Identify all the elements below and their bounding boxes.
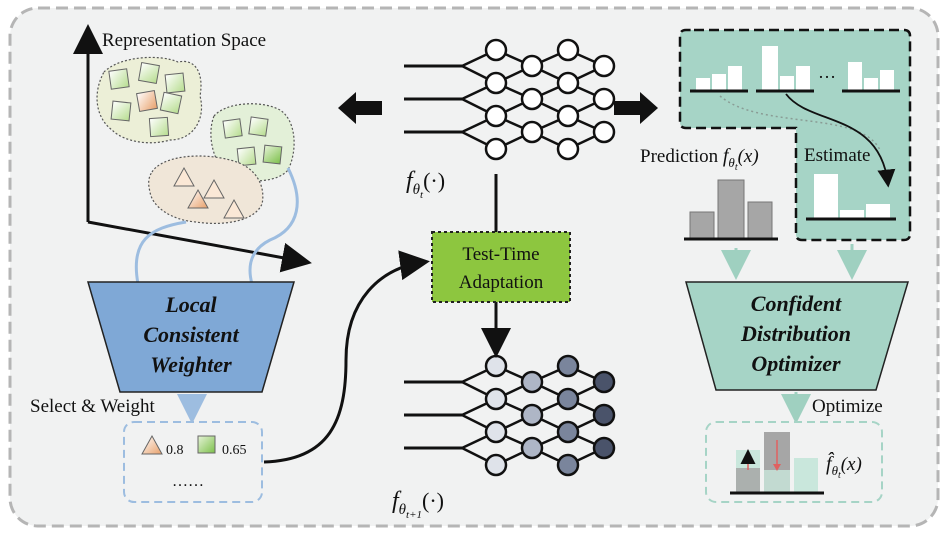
selected-to-tta-curve xyxy=(263,250,430,464)
tta-box: Test-Time Adaptation xyxy=(431,231,571,303)
weighter-line2: Consistent xyxy=(143,322,239,347)
cluster-1-squares xyxy=(108,61,186,138)
estimate-label: Estimate xyxy=(804,145,870,166)
selected-square-weight: 0.65 xyxy=(222,443,247,458)
network-node xyxy=(484,387,508,411)
network-node xyxy=(592,403,616,427)
network-node xyxy=(520,87,544,111)
prediction-panel: … Estimate xyxy=(678,28,912,242)
network-node xyxy=(556,354,580,378)
left-block-arrow xyxy=(338,92,382,124)
confident-distribution-optimizer: Confident Distribution Optimizer xyxy=(685,281,910,391)
connector-cluster2-to-weighter xyxy=(248,167,299,285)
network-node xyxy=(484,104,508,128)
prediction-histogram-3 xyxy=(842,62,900,93)
prediction-histogram-1 xyxy=(690,66,748,93)
tta-line1: Test-Time xyxy=(462,244,539,265)
prediction-label: Prediction fθt(x) xyxy=(640,145,759,173)
selected-triangle-sample xyxy=(141,434,163,455)
histogram-ellipsis: … xyxy=(818,62,836,82)
network-node xyxy=(592,54,616,78)
network-node xyxy=(520,120,544,144)
network-node xyxy=(592,87,616,111)
selected-square-sample xyxy=(197,435,216,454)
selected-more-ellipsis: …… xyxy=(172,473,204,490)
cluster-3-triangles xyxy=(173,166,245,219)
optimized-output-box: f̂θt(x) xyxy=(705,421,883,503)
network-current xyxy=(404,38,616,161)
right-block-arrow xyxy=(614,92,658,124)
optimizer-line2: Distribution xyxy=(740,321,851,346)
network-node xyxy=(556,387,580,411)
network-node xyxy=(556,137,580,161)
selected-triangle-weight: 0.8 xyxy=(166,443,184,458)
network-node xyxy=(556,38,580,62)
network-node xyxy=(556,453,580,477)
weighter-line3: Weighter xyxy=(150,352,232,377)
weighter-line1: Local xyxy=(164,292,217,317)
network-node xyxy=(520,54,544,78)
selected-samples-box: 0.8 0.65 …… xyxy=(123,421,263,503)
optimizer-line1: Confident xyxy=(751,291,842,316)
model-current-label: fθt(·) xyxy=(406,168,445,201)
optimizer-line3: Optimizer xyxy=(751,351,841,376)
network-node xyxy=(520,403,544,427)
network-node xyxy=(484,453,508,477)
network-node xyxy=(484,354,508,378)
connector-cluster3-to-weighter xyxy=(134,220,187,285)
tta-line2: Adaptation xyxy=(459,272,544,293)
network-node xyxy=(556,420,580,444)
representation-space: Representation Space xyxy=(73,24,312,285)
optimized-output-label: f̂θt(x) xyxy=(826,451,862,481)
network-node xyxy=(556,104,580,128)
network-node xyxy=(520,436,544,460)
x-axis xyxy=(87,220,312,273)
network-node xyxy=(592,370,616,394)
select-weight-label: Select & Weight xyxy=(30,396,155,417)
network-node xyxy=(484,71,508,95)
network-node xyxy=(592,436,616,460)
optimize-label: Optimize xyxy=(812,396,883,417)
network-next xyxy=(404,354,616,477)
prediction-histogram-2 xyxy=(756,46,814,93)
local-consistent-weighter: Local Consistent Weighter xyxy=(87,281,295,393)
optimizer-trapezoid xyxy=(685,281,910,391)
weighter-trapezoid xyxy=(87,281,295,393)
cluster-2-squares xyxy=(222,116,283,167)
representation-space-title: Representation Space xyxy=(102,30,266,51)
network-node xyxy=(592,120,616,144)
network-node xyxy=(556,71,580,95)
model-next-label: fθt+1(·) xyxy=(392,488,444,521)
estimated-histogram xyxy=(806,174,896,221)
prediction-gray-histogram xyxy=(684,179,778,241)
estimate-curve-gray xyxy=(719,95,881,151)
network-node xyxy=(484,38,508,62)
estimate-curve xyxy=(785,93,896,188)
network-node xyxy=(520,370,544,394)
network-node xyxy=(484,420,508,444)
network-node xyxy=(484,137,508,161)
